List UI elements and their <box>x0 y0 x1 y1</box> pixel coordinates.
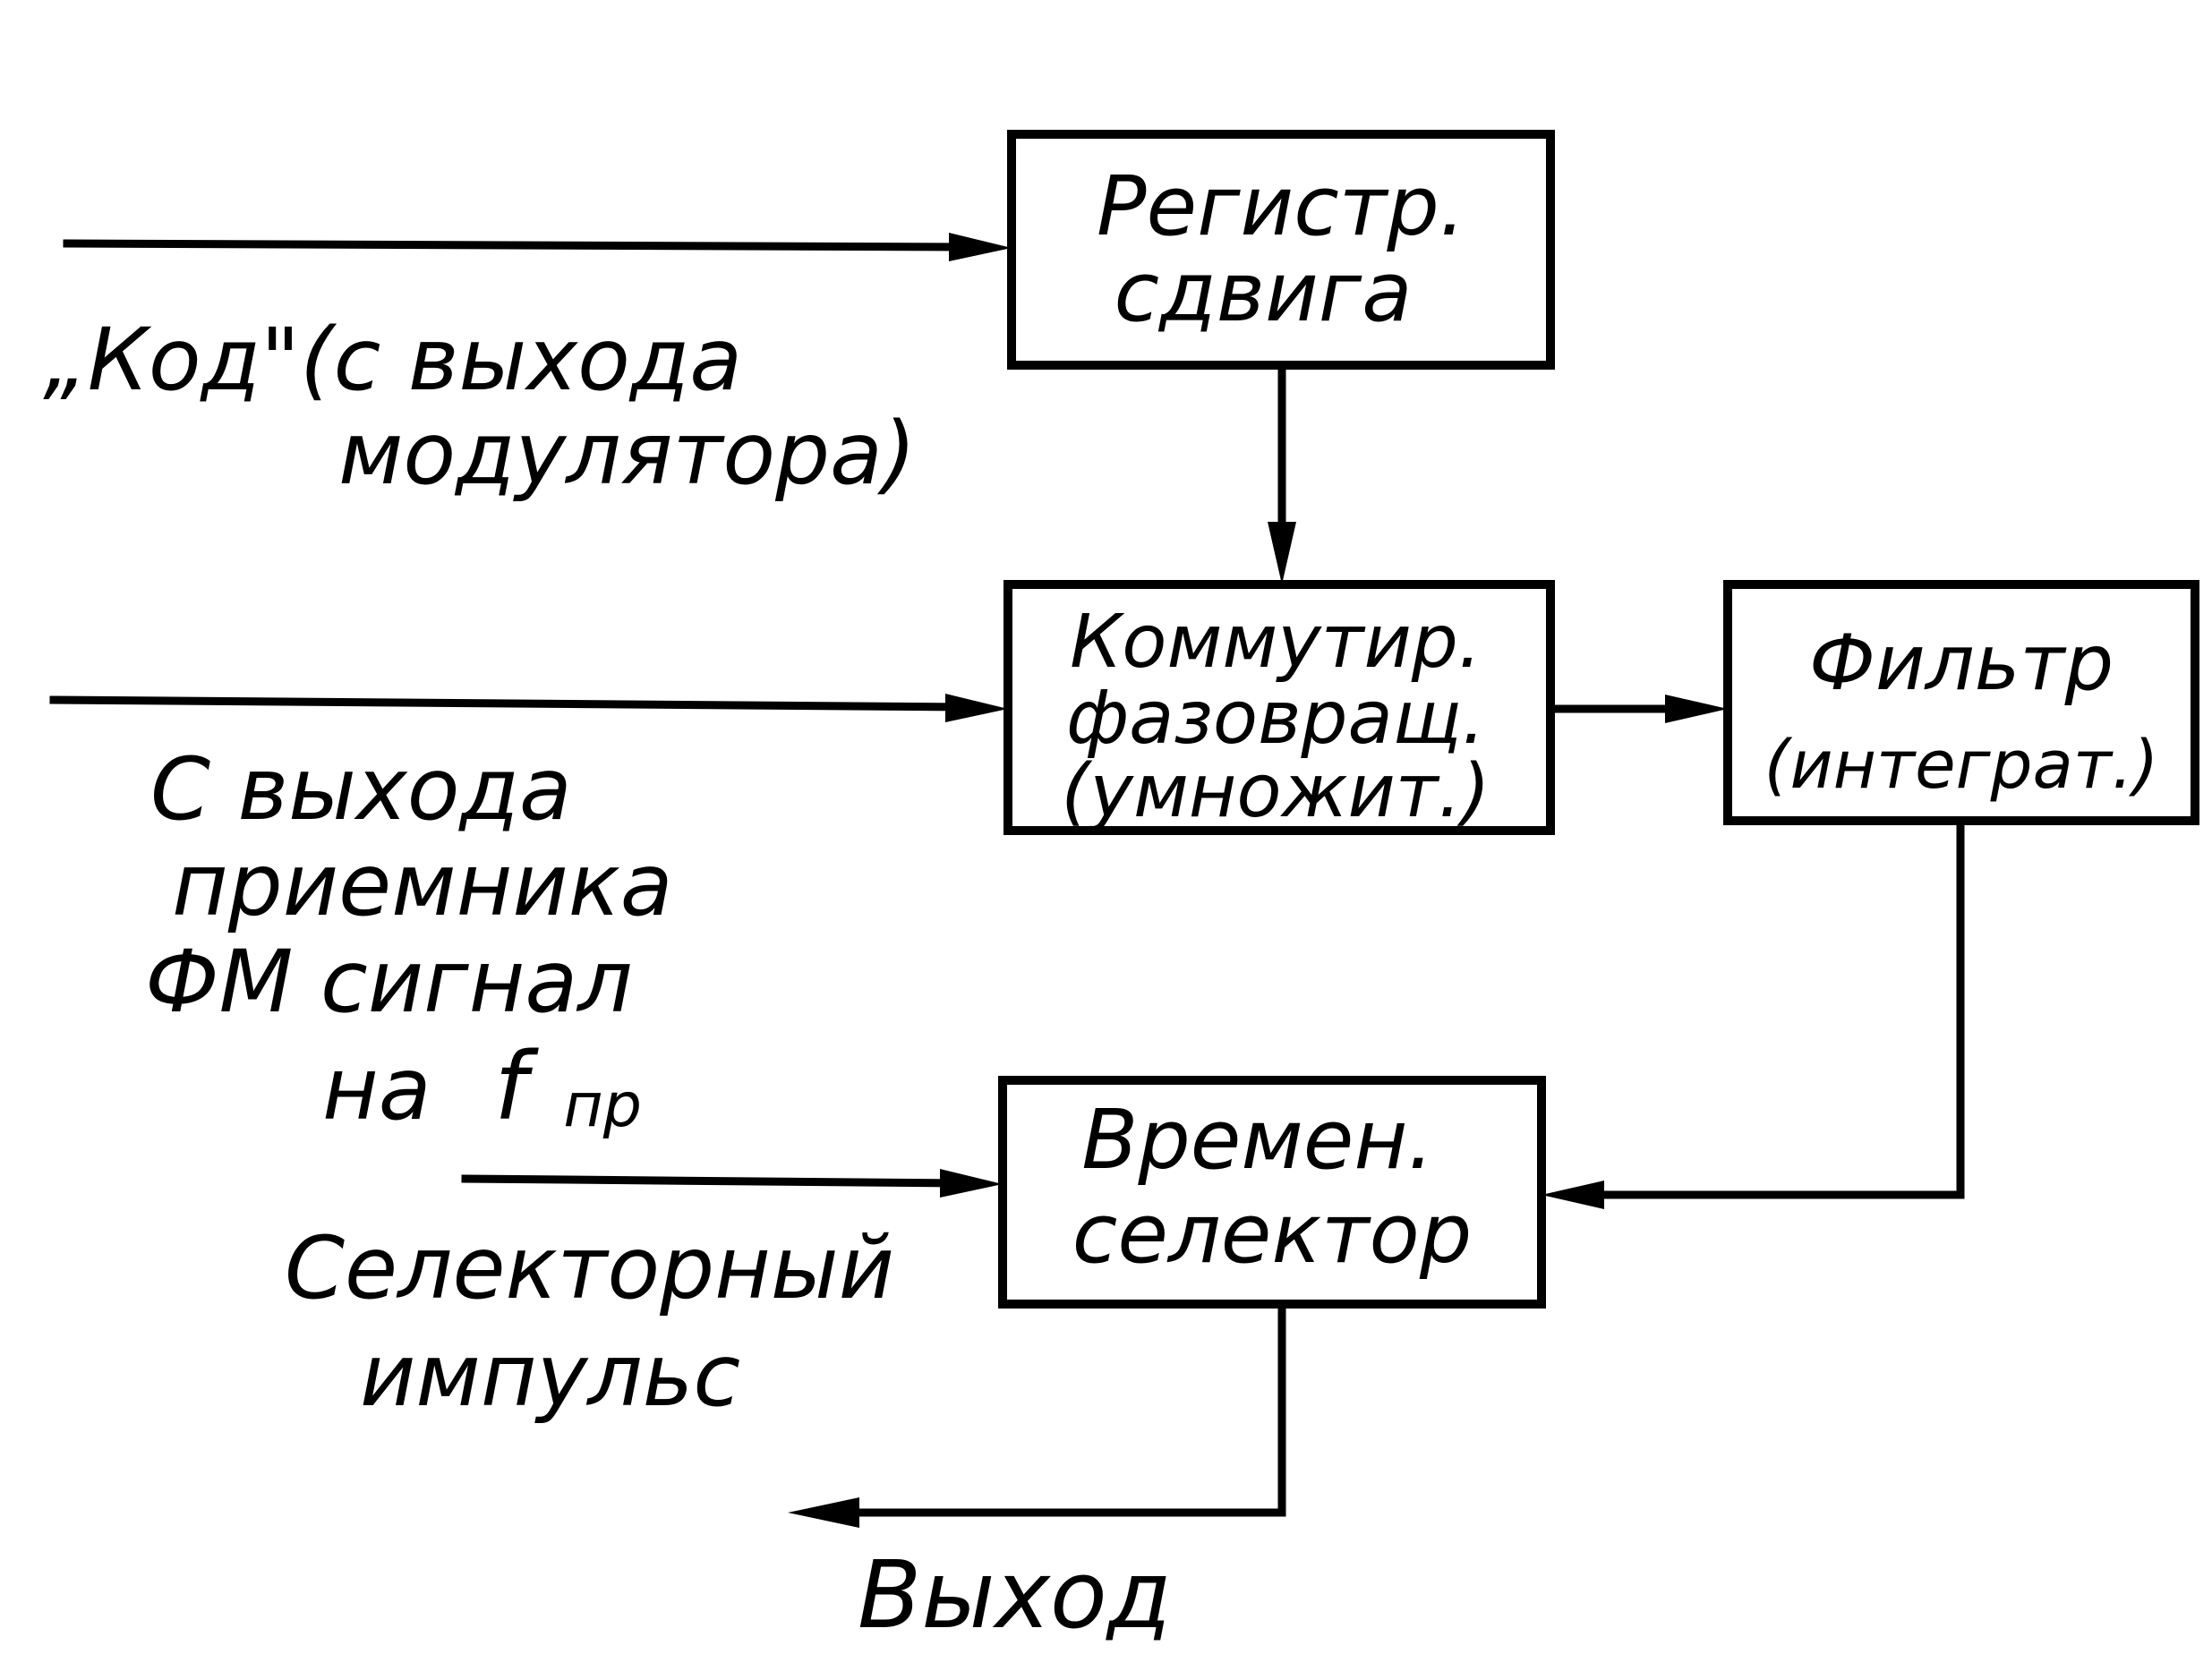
selector-pulse-label-line2: импульс <box>360 1326 740 1426</box>
connection-shift-register-to-switch <box>1268 361 1296 584</box>
label-output: Выход <box>858 1540 1172 1650</box>
selector-pulse-input-arrowhead <box>940 1169 1003 1198</box>
shift-register-down-arrowhead <box>1268 522 1296 584</box>
time-selector-label-line1: Времен. <box>1081 1092 1434 1188</box>
block-time-selector: Времен. селектор <box>998 1076 1546 1309</box>
code-input-label-line1: „Код"(с выхода <box>43 310 742 410</box>
block-shift-register: Регистр. сдвига <box>1007 130 1555 370</box>
output-line <box>828 1300 1286 1517</box>
connection-filter-to-selector <box>1542 816 1965 1209</box>
label-code-input: „Код"(с выхода модулятора) <box>43 310 916 504</box>
switching-phase-shifter-label-line3: (умножит.) <box>1061 749 1490 834</box>
receiver-input-label-line1: С выхода <box>150 739 572 840</box>
time-selector-label-line2: селектор <box>1072 1186 1472 1282</box>
time-selector-box <box>998 1076 1546 1309</box>
connection-switch-to-filter <box>1546 695 1728 723</box>
filter-label-line1: Фильтр <box>1809 618 2114 708</box>
code-input-label-line2: модулятора) <box>338 404 916 504</box>
receiver-input-label-line3: ФМ сигнал <box>145 932 633 1032</box>
switching-phase-shifter-label-line1: Коммутир. <box>1070 600 1482 685</box>
shift-register-label-line2: сдвига <box>1115 244 1413 340</box>
filter-label-line2: (интеграт.) <box>1764 727 2159 804</box>
intermediate-frequency-subscript: пр <box>563 1070 642 1141</box>
filter-to-selector-line <box>1582 816 1965 1199</box>
switching-phase-shifter-label-line2: фазовращ. <box>1066 676 1485 761</box>
code-input-arrowhead <box>949 233 1012 261</box>
shift-register-label-line1: Регистр. <box>1097 158 1465 254</box>
switch-to-filter-arrowhead <box>1665 695 1728 723</box>
block-switching-phase-shifter: Коммутир. фазовращ. (умножит.) <box>1004 580 1555 835</box>
receiver-input-label-line2: приемника <box>172 835 673 935</box>
connection-selector-pulse-to-selector <box>461 1169 1003 1198</box>
code-input-line <box>63 239 971 252</box>
output-arrowhead <box>788 1497 859 1528</box>
shift-register-box <box>1007 130 1555 370</box>
block-filter: Фильтр (интеграт.) <box>1723 580 2199 825</box>
receiver-input-arrowhead <box>945 694 1008 722</box>
switching-phase-shifter-box <box>1004 580 1555 835</box>
receiver-input-label-line4: на f пр <box>322 1032 642 1141</box>
receiver-input-label-prefix: на <box>322 1039 431 1139</box>
connection-code-to-shift-register <box>63 233 1012 261</box>
selector-pulse-label-line1: Селекторный <box>285 1218 894 1318</box>
receiver-input-line <box>49 695 968 712</box>
label-receiver-input: С выхода приемника ФМ сигнал на f пр <box>145 739 673 1141</box>
intermediate-frequency-symbol: f <box>494 1032 539 1141</box>
selector-pulse-input-line <box>461 1174 962 1188</box>
filter-to-selector-arrowhead <box>1542 1181 1604 1209</box>
label-selector-pulse: Селекторный импульс <box>285 1218 894 1426</box>
connection-selector-to-output <box>788 1300 1286 1528</box>
output-label: Выход <box>858 1540 1172 1650</box>
connection-receiver-to-switch <box>49 694 1008 722</box>
